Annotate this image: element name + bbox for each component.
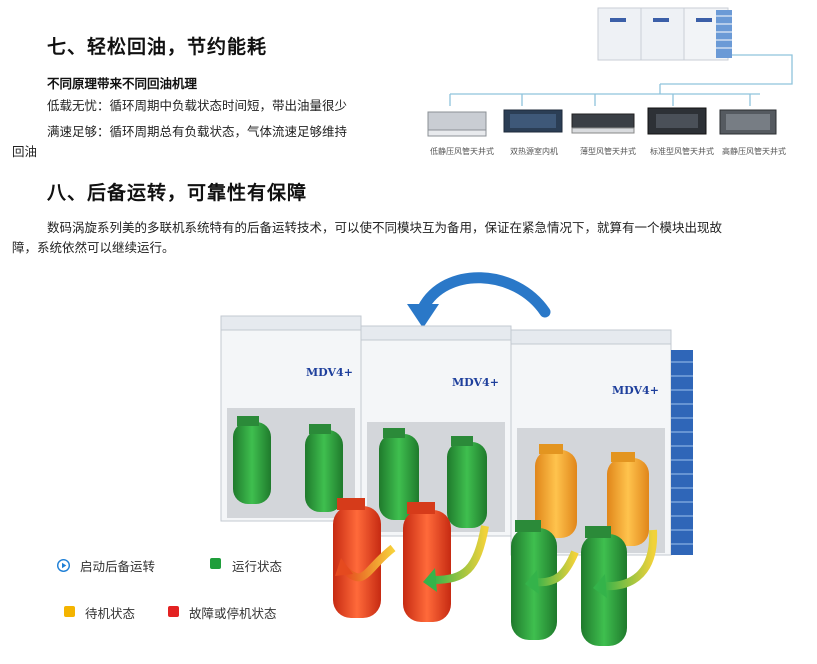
module-logo-1: MDV4+	[306, 366, 353, 379]
compressor-fault-1	[333, 498, 381, 618]
section8-para-line1: 数码涡旋系列美的多联机系统特有的后备运转技术，可以使不同模块互为备用，保证在紧急…	[47, 220, 723, 235]
compressor-standby-2	[607, 452, 649, 546]
compressor-running-3	[379, 428, 419, 520]
indoor-unit-1	[427, 111, 487, 137]
transfer-arrows	[335, 525, 658, 598]
module-logo-2: MDV4+	[452, 376, 499, 389]
oil-return-illustration	[427, 7, 793, 137]
section7-title: 七、轻松回油，节约能耗	[47, 36, 268, 58]
section8-title: 八、后备运转，可靠性有保障	[47, 182, 308, 204]
section7-subtitle: 不同原理带来不同回油机理	[47, 76, 198, 91]
module-logo-3: MDV4+	[612, 384, 659, 397]
indoor-unit-3-label: 薄型风管天井式	[580, 147, 636, 156]
backup-operation-illustration	[220, 272, 693, 646]
section8-para-line2: 障，系统依然可以继续运行。	[12, 240, 175, 255]
legend-standby-swatch	[64, 606, 75, 617]
indoor-unit-2-label: 双热源室内机	[510, 147, 558, 156]
section7-line1: 低载无忧：循环周期中负载状态时间短，带出油量很少	[47, 98, 348, 113]
indoor-unit-4	[647, 107, 707, 135]
indoor-unit-2	[503, 109, 563, 133]
indoor-unit-5-label: 高静压风管天井式	[722, 147, 786, 156]
legend-fault: 故障或停机状态	[189, 606, 277, 621]
section7-line2b: 回油	[12, 144, 38, 159]
indoor-unit-1-label: 低静压风管天井式	[430, 147, 494, 156]
outdoor-unit-small	[597, 7, 732, 61]
compressor-running-2	[305, 424, 343, 512]
section7-line2a: 满速足够：循环周期总有负载状态，气体流速足够维持	[47, 124, 348, 139]
legend-standby: 待机状态	[85, 606, 136, 621]
indoor-unit-5	[719, 109, 777, 135]
legend-running: 运行状态	[232, 559, 283, 574]
refrigerant-pipes	[449, 54, 793, 106]
legend-backup-start: 启动后备运转	[80, 559, 156, 574]
legend-running-swatch	[210, 558, 221, 569]
compressor-running-1	[233, 416, 271, 504]
play-circle-icon	[56, 557, 71, 573]
backup-arrow-icon	[407, 272, 551, 328]
compressor-standby-1	[535, 444, 577, 538]
compressor-fault-2	[403, 502, 451, 622]
compressor-running-4	[447, 436, 487, 528]
legend-fault-swatch	[168, 606, 179, 617]
indoor-unit-3	[571, 113, 635, 134]
indoor-unit-4-label: 标准型风管天井式	[650, 147, 714, 156]
